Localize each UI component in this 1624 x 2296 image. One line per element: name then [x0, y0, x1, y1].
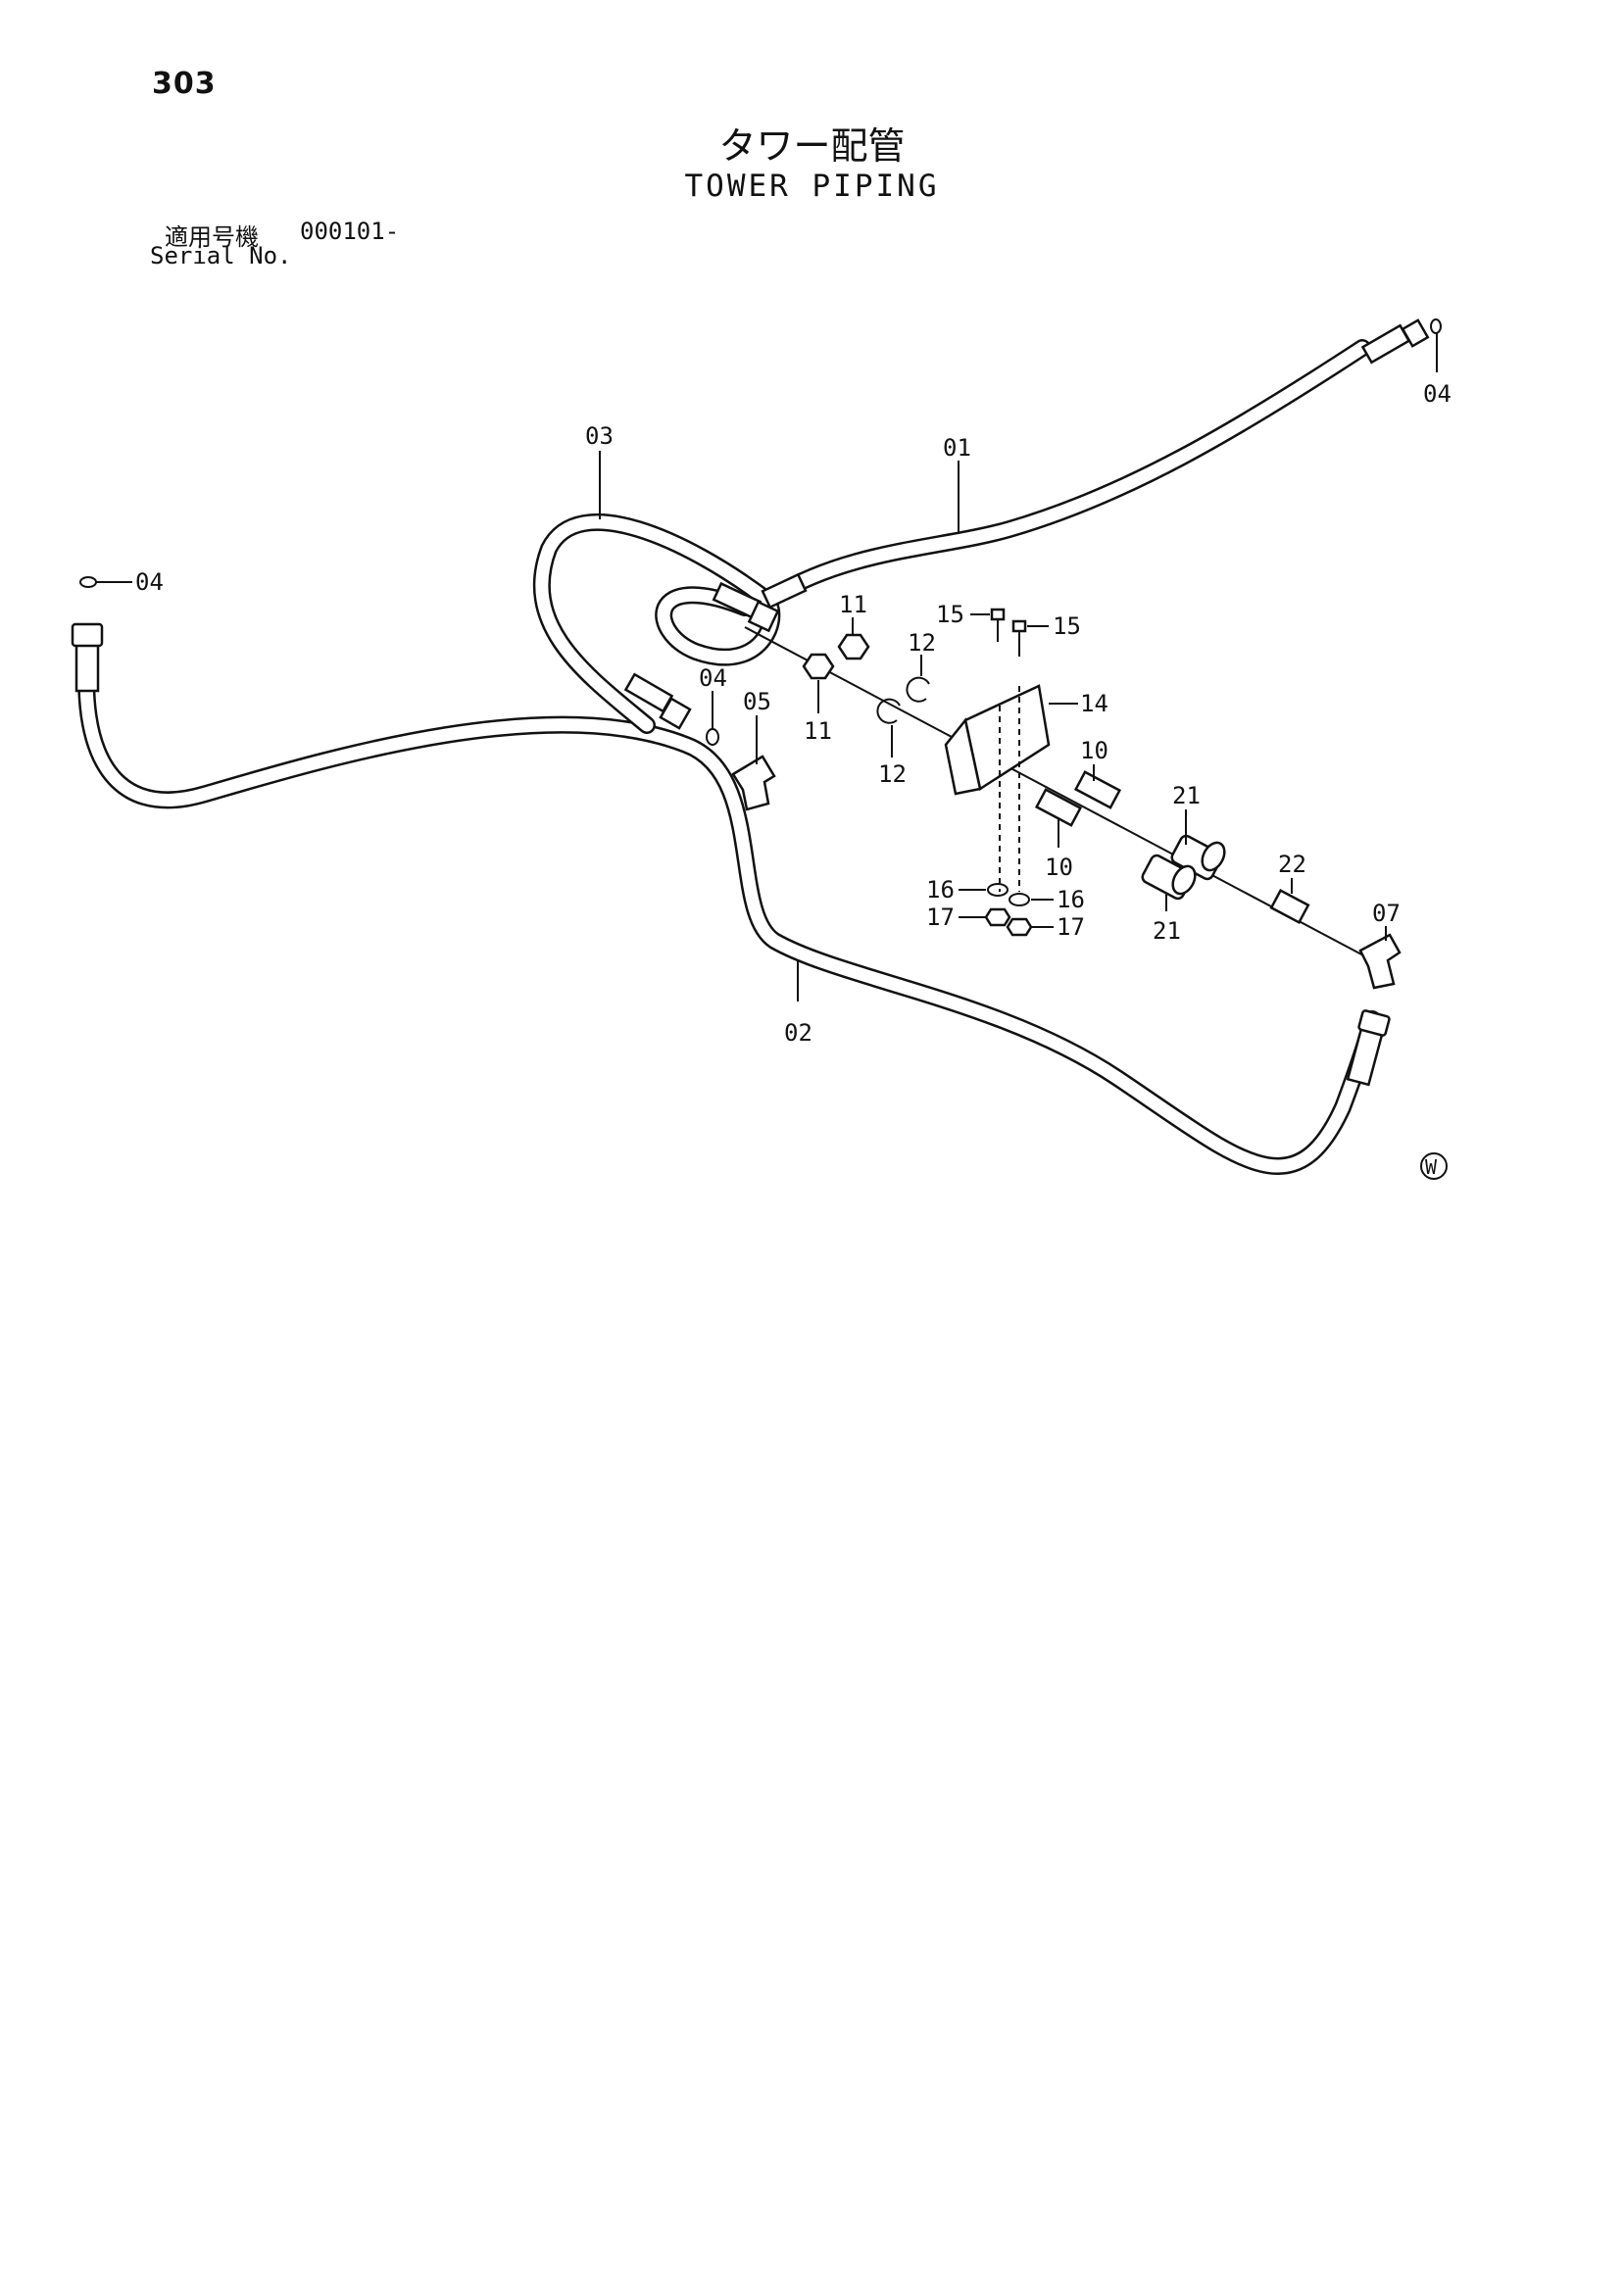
callout-01: 01 — [943, 434, 971, 462]
callout-15-left: 15 — [936, 601, 964, 628]
page-number: 303 — [152, 67, 217, 101]
hose-02-left-sleeve — [74, 640, 100, 693]
elbow-05 — [731, 755, 776, 811]
bolt-15-left-head — [990, 608, 1006, 621]
hose-01-sleeve-top — [1360, 323, 1411, 365]
hose-03-sleeve-b — [761, 572, 808, 610]
serial-label-japanese: 適用号機 — [165, 223, 259, 251]
callout-03: 03 — [585, 422, 614, 450]
callout-17-left: 17 — [926, 904, 955, 931]
callout-22: 22 — [1278, 851, 1306, 878]
adapter-10-upper — [1073, 770, 1122, 809]
washer-12-upper — [906, 676, 930, 703]
o-ring-04-top — [1430, 318, 1442, 334]
nut-11-lower — [802, 653, 835, 680]
bolt-15-right-head — [1011, 619, 1027, 633]
nut-17-left — [984, 907, 1011, 927]
hose-02-right-nut — [1357, 1009, 1391, 1037]
hose-01 — [765, 339, 1371, 605]
callout-10-lower: 10 — [1045, 854, 1073, 881]
hose-01-nut-bottom — [747, 600, 780, 633]
hose-02-right-sleeve — [1346, 1025, 1385, 1087]
callout-21-lower: 21 — [1153, 917, 1181, 945]
callout-21-upper: 21 — [1172, 782, 1201, 809]
washer-16-left — [987, 883, 1009, 897]
nut-17-right — [1006, 917, 1033, 937]
callout-07: 07 — [1372, 900, 1401, 927]
callout-05: 05 — [743, 688, 771, 715]
o-ring-04-center — [706, 728, 719, 746]
callout-14: 14 — [1080, 690, 1108, 717]
callout-12-lower: 12 — [878, 760, 907, 788]
serial-code: 000101- — [300, 218, 400, 245]
plate-14-flange — [944, 717, 982, 796]
callout-10-upper: 10 — [1080, 737, 1108, 764]
callout-04-top: 04 — [1423, 380, 1452, 408]
adapter-10-lower — [1034, 788, 1083, 827]
callout-11-lower: 11 — [804, 717, 832, 745]
hose-01-nut-top — [1401, 318, 1430, 348]
serial-label-english: Serial No. — [150, 242, 292, 269]
circled-w-letter: W — [1425, 1155, 1438, 1179]
callout-16-left: 16 — [926, 876, 955, 904]
title-japanese: タワー配管 — [718, 124, 906, 168]
callout-12-upper: 12 — [908, 629, 936, 657]
hose-03 — [532, 513, 781, 734]
washer-12-lower — [876, 698, 901, 724]
callout-11-upper: 11 — [839, 591, 867, 618]
elbow-07 — [1358, 933, 1402, 990]
hose-03-nut-a — [659, 697, 692, 730]
callout-04-left: 04 — [135, 568, 164, 596]
nut-11-upper — [837, 633, 870, 660]
hose-02-left-nut — [71, 622, 104, 648]
callout-17-right: 17 — [1057, 913, 1085, 941]
circled-w-mark: W — [1420, 1152, 1448, 1180]
title-english: TOWER PIPING — [684, 169, 940, 204]
callout-04-center: 04 — [699, 664, 727, 692]
callout-02: 02 — [784, 1019, 812, 1047]
nipple-22 — [1269, 888, 1310, 925]
hose-02 — [77, 638, 1381, 1175]
o-ring-04-left — [79, 576, 97, 588]
callout-15-right: 15 — [1053, 612, 1081, 640]
callout-16-right: 16 — [1057, 886, 1085, 913]
washer-16-right — [1009, 893, 1030, 906]
